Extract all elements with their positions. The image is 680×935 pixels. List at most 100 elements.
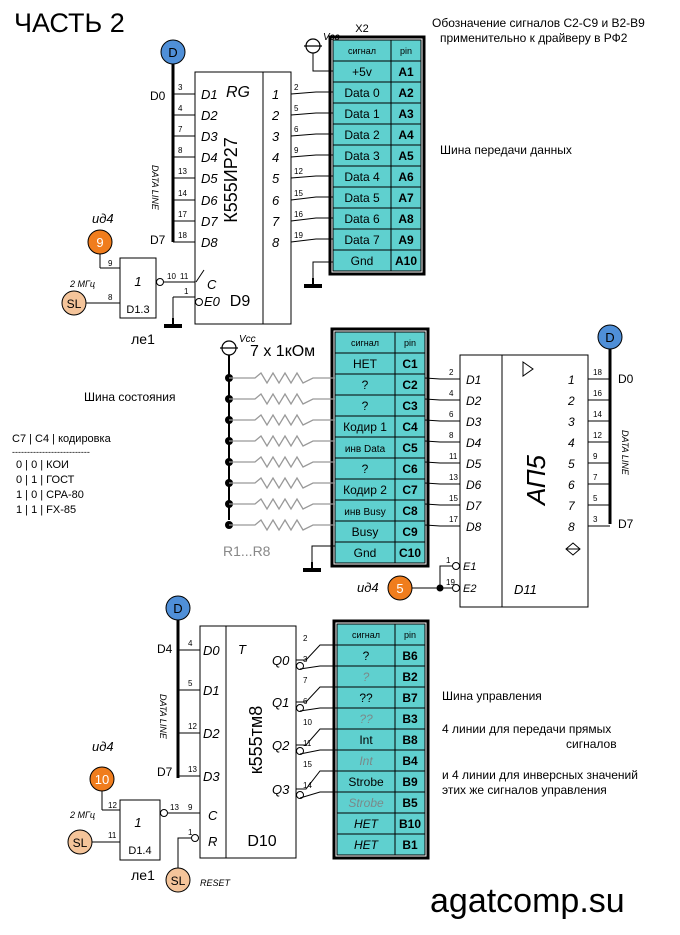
t-label: T [238,642,247,657]
table-b-header: сигнал [352,630,380,640]
control-note2-line2: этих же сигналов управления [442,783,607,797]
pin-number: 12 [188,722,197,731]
d0-label-mid: D0 [618,372,634,386]
pin-number: 2 [303,634,308,643]
buffer-triangle [522,361,534,377]
table-a-signal: Data 6 [344,212,380,226]
e2-label: E2 [463,583,476,595]
table-c-pin: C4 [402,420,418,434]
pin-number: 10 [167,272,176,281]
pin-number: 3 [593,515,598,524]
d7-label: D7 [150,233,166,247]
d-badge-bottom-text: D [173,601,182,616]
control-note1-line1: 4 линии для передачи прямых [442,722,612,736]
table-c-pin: C3 [402,399,418,413]
table-c-signal: Кодир 2 [343,483,387,497]
pin-number: 9 [108,259,113,268]
chip-output-label: 3 [568,415,575,429]
chip-d9-left [194,71,264,325]
pin-number: 7 [178,125,183,134]
chip-output-label: 5 [568,457,575,471]
table-c-pin: C9 [402,525,418,539]
table-b-signal: Strobe [348,796,384,810]
pin-number: 9 [188,803,193,812]
pin-number: 14 [303,781,312,790]
pin-number: 18 [178,231,187,240]
wire [424,398,460,401]
id4-label: ид4 [92,211,114,226]
pin-number: 4 [449,389,454,398]
wire [424,419,460,422]
table-b-signal: Int [359,733,373,747]
table-a-pin: A1 [398,65,414,79]
pin-number: 12 [593,431,602,440]
chip-input-label: D1 [201,87,218,102]
encoding-header: C7 | C4 | кодировка [12,433,111,445]
wire [296,770,337,790]
wire [424,377,460,380]
table-c-header: pin [404,338,416,348]
wire [177,837,191,868]
chip-d10-left [199,625,227,859]
table-a-pin: A5 [398,149,414,163]
table-b-pin: B6 [402,649,418,663]
pin-number: 4 [188,639,193,648]
chip-d9-designator: D9 [230,293,251,310]
pin-number: 6 [294,125,299,134]
chip-d10-name: к555тм8 [246,706,266,775]
wire [290,112,333,116]
gate-d1-3 [119,257,157,319]
chip-output-label: 7 [568,499,576,513]
table-b-pin: B5 [402,796,418,810]
wire [299,707,337,712]
gate-label-bottom: 1 [134,815,141,830]
chip-input-label: D8 [201,235,218,250]
wire [296,728,337,746]
chip-input-label: D1 [466,373,481,387]
id4-label-mid: ид4 [357,580,379,595]
table-c-pin: C10 [399,546,421,560]
table-b-header: pin [404,630,416,640]
table-c-signal: инв Data [345,444,386,455]
wire [424,524,460,527]
pin-number: 15 [303,760,312,769]
pin-number: 6 [303,697,308,706]
pin-number: 9 [593,452,598,461]
table-a-header: сигнал [348,46,376,56]
chip-output-label: 8 [568,520,575,534]
chip-output-label: 1 [568,373,575,387]
table-b-pin: B10 [399,817,421,831]
control-bus-label: Шина управления [442,689,542,703]
table-b-signal: НЕТ [354,838,380,852]
chip-output-label: 1 [272,87,279,102]
wire [290,196,333,201]
pin-number: 13 [449,473,458,482]
wire [299,665,337,670]
freq-label: 2 МГц [69,279,95,289]
chip-output-label: 7 [272,214,280,229]
wire [299,791,337,799]
wire [424,461,460,464]
pin-number: 18 [593,368,602,377]
sl-badge-text: SL [67,297,82,311]
wire [299,749,337,755]
pin-number: 13 [178,167,187,176]
table-b-signal: НЕТ [354,817,380,831]
chip-output-label: 2 [567,394,575,408]
wire [290,175,333,179]
pin-number: 15 [294,189,303,198]
pin-number: 11 [303,739,312,748]
gate-designator-bottom: D1.4 [128,845,151,857]
data-line-label: DATA LINE [150,165,160,211]
control-note2-line1: и 4 линии для инверсных значений [442,768,638,782]
chip-d10-designator: D10 [247,833,276,850]
chip-output-label: 5 [272,171,280,186]
badge-10-text: 10 [95,772,109,787]
pin-number: 11 [449,452,458,461]
table-b-pin: B2 [402,670,418,684]
pin-number: 7 [303,676,308,685]
chip-d11-name: АП5 [521,454,551,507]
pin-number: 1 [188,828,193,837]
resistor [229,476,335,490]
rg-label: RG [226,84,250,101]
